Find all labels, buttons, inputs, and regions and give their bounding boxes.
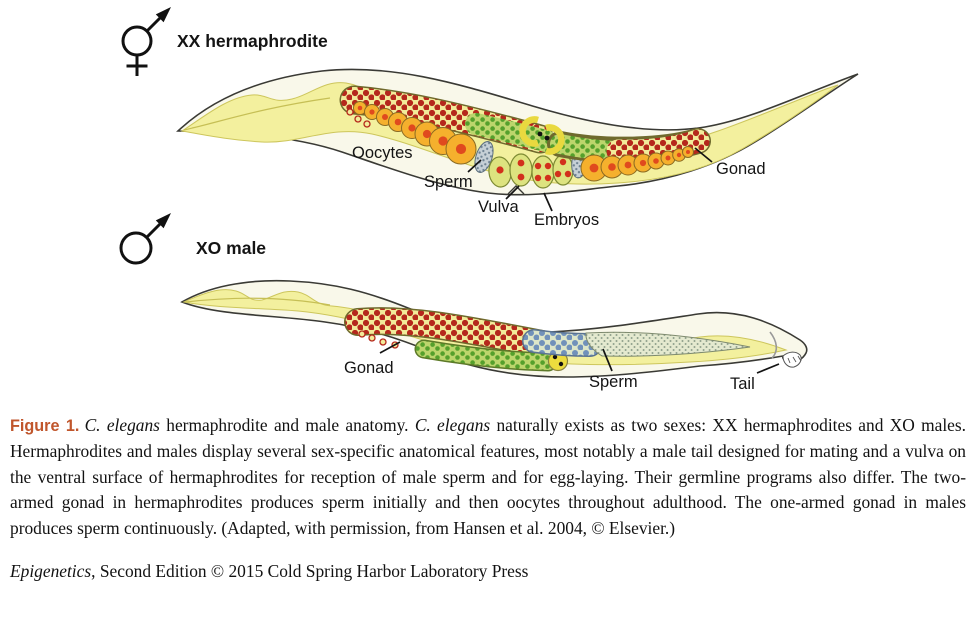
hermaphrodite-annotations: Oocytes Sperm Vulva Embryos Gonad — [352, 144, 766, 229]
book-title-italic: Epigenetics — [10, 561, 92, 582]
hermaphrodite-symbol-label: XX hermaphrodite — [177, 31, 328, 51]
label-sperm-male: Sperm — [589, 373, 638, 391]
caption-text-2: naturally exists as two sexes: XX hermap… — [10, 415, 967, 538]
figure-illustration: XX hermaphrodite — [119, 7, 859, 393]
figure-caption: Figure 1.C. elegans hermaphrodite and ma… — [0, 407, 980, 541]
label-gonad-hermaphrodite: Gonad — [716, 160, 766, 178]
male-spermatocytes — [523, 330, 601, 356]
male-worm — [180, 279, 808, 378]
male-symbol-label: XO male — [196, 238, 266, 258]
male-tail-fan — [769, 331, 802, 368]
hermaphrodite-sex-symbol-icon — [121, 7, 171, 76]
caption-text-1: hermaphrodite and male anatomy. — [159, 415, 415, 435]
label-sperm: Sperm — [424, 173, 473, 191]
male-sperm-region — [585, 331, 751, 357]
vulva-notch — [507, 185, 525, 195]
posterior-distal-gonad-tube — [606, 129, 710, 163]
male-meiotic-region — [416, 341, 556, 370]
male-gonad-tube — [345, 308, 555, 357]
distal-tip-cells — [519, 116, 565, 155]
figure-number-label: Figure 1. — [10, 417, 80, 435]
posterior-oocyte-row — [580, 146, 694, 182]
spermatheca-anterior — [474, 141, 494, 173]
male-sex-symbol-icon — [119, 213, 171, 265]
book-credit-line: Epigenetics, Second Edition © 2015 Cold … — [0, 541, 980, 582]
label-gonad-male: Gonad — [344, 359, 394, 377]
hermaphrodite-worm — [176, 68, 859, 196]
caption-species-italic-1: C. elegans — [84, 415, 160, 435]
book-credit-text: , Second Edition © 2015 Cold Spring Harb… — [91, 561, 529, 582]
label-tail-male: Tail — [730, 375, 755, 393]
label-vulva: Vulva — [478, 198, 519, 216]
label-oocytes: Oocytes — [352, 144, 413, 162]
caption-species-italic-2: C. elegans — [414, 415, 491, 435]
anterior-meiotic-region — [465, 113, 557, 152]
label-embryos: Embryos — [534, 211, 599, 229]
male-annotations: Gonad Sperm Tail — [344, 341, 780, 393]
